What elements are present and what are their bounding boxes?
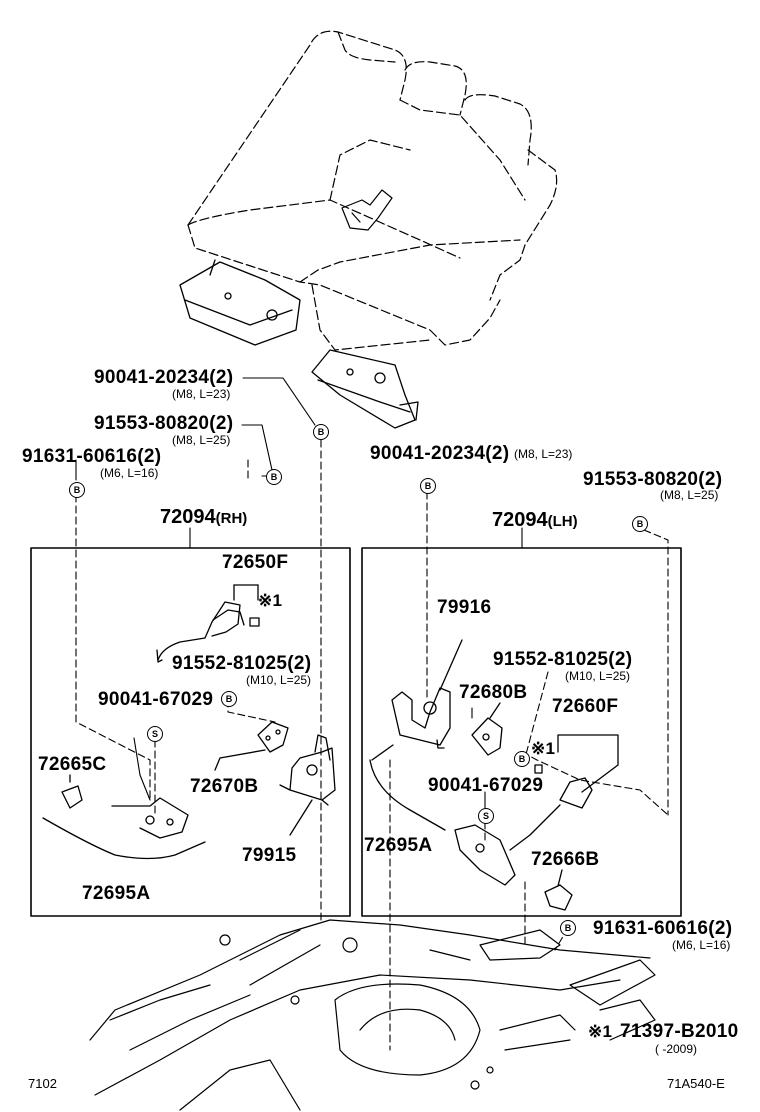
- part-72665C-shape: [61, 774, 83, 809]
- seat-rail-rear-right: [311, 349, 419, 429]
- label-72670B: 72670B: [190, 776, 259, 797]
- top-bolt-lh-part: 90041-20234(2): [370, 443, 510, 464]
- box-leaders: [133, 707, 486, 809]
- footer-left-code: 7102: [28, 1076, 57, 1091]
- bolt-mark-b: B: [632, 516, 648, 532]
- part-72650F-shape: [156, 584, 260, 663]
- left-bolt-rh-part: 91631-60616(2): [22, 446, 162, 467]
- assembly-rh-title: 72094(RH): [160, 506, 247, 529]
- footer-right-code: 71A540-E: [667, 1076, 725, 1091]
- assembly-lh-side: (LH): [547, 513, 578, 530]
- top-bolt-lh-spec: (M8, L=23): [514, 447, 573, 461]
- bolt-mark-b: B: [560, 920, 576, 936]
- top-bolt2-lh-spec: (M8, L=25): [660, 488, 719, 502]
- label-90041-lh: 90041-67029: [428, 775, 544, 796]
- top-bolt-rh-spec: (M8, L=23): [172, 387, 231, 401]
- bolt-mark-b: B: [514, 751, 530, 767]
- bolt-mark-b: B: [69, 482, 85, 498]
- part-72666B-shape: [544, 869, 573, 911]
- top-bolt2-rh-part: 91553-80820(2): [94, 413, 234, 434]
- label-79915: 79915: [242, 845, 297, 866]
- part-72680B-shape: [471, 702, 503, 756]
- footnote-part: 71397-B2010: [620, 1021, 739, 1042]
- part-79915-shape: [279, 734, 336, 836]
- seat-arrow-symbol: [341, 189, 393, 231]
- label-90041-rh: 90041-67029: [98, 689, 214, 710]
- seat-rail-rear-left: [179, 259, 301, 346]
- screw-mark-s: S: [478, 808, 494, 824]
- part-79916-shape: [391, 639, 463, 749]
- assembly-lh-title: 72094(LH): [492, 509, 578, 532]
- spec-91552-lh: (M10, L=25): [565, 669, 631, 683]
- label-72660F: 72660F: [552, 696, 619, 717]
- lh-release-mechanism: [369, 744, 516, 886]
- label-91552-rh: 91552-81025(2): [172, 653, 312, 674]
- assembly-rh-side: (RH): [215, 510, 248, 527]
- top-bolt2-lh-part: 91553-80820(2): [583, 469, 723, 490]
- note-mark-lh: ※1: [531, 739, 556, 758]
- part-72660F-shape: [509, 734, 619, 851]
- footnote-range: ( -2009): [655, 1042, 698, 1056]
- label-72695A-rh: 72695A: [82, 883, 151, 904]
- dashed-leaders: [75, 439, 669, 1051]
- label-91552-lh: 91552-81025(2): [493, 649, 633, 670]
- leader-lines: [75, 377, 523, 549]
- seat-outline: [187, 30, 558, 351]
- rh-assembly-box: [30, 547, 351, 917]
- top-bolt2-rh-spec: (M8, L=25): [172, 433, 231, 447]
- label-72666B: 72666B: [531, 849, 600, 870]
- label-79916: 79916: [437, 597, 492, 618]
- rh-release-mechanism: [42, 797, 206, 860]
- left-bolt-rh-spec: (M6, L=16): [100, 466, 159, 480]
- bottom-bolt-lh-spec: (M6, L=16): [672, 938, 731, 952]
- footnote-mark: ※1: [588, 1022, 613, 1041]
- assembly-lh-number: 72094: [492, 509, 548, 531]
- bolt-mark-b: B: [420, 478, 436, 494]
- assembly-rh-number: 72094: [160, 506, 216, 528]
- note-mark-rh: ※1: [258, 591, 283, 610]
- screw-mark-s: S: [147, 726, 163, 742]
- bottom-bolt-lh-part: 91631-60616(2): [593, 918, 733, 939]
- label-72665C: 72665C: [38, 754, 107, 775]
- label-72650F: 72650F: [222, 552, 289, 573]
- label-72695A-lh: 72695A: [364, 835, 433, 856]
- lh-assembly-box: [361, 547, 682, 917]
- part-72670B-shape: [214, 721, 289, 771]
- bolt-mark-b: B: [266, 469, 282, 485]
- floor-panel: [89, 919, 656, 1111]
- spec-91552-rh: (M10, L=25): [246, 673, 312, 687]
- label-72680B: 72680B: [459, 682, 528, 703]
- top-bolt-rh-part: 90041-20234(2): [94, 367, 234, 388]
- bolt-mark-b: B: [313, 424, 329, 440]
- bolt-mark-b: B: [221, 691, 237, 707]
